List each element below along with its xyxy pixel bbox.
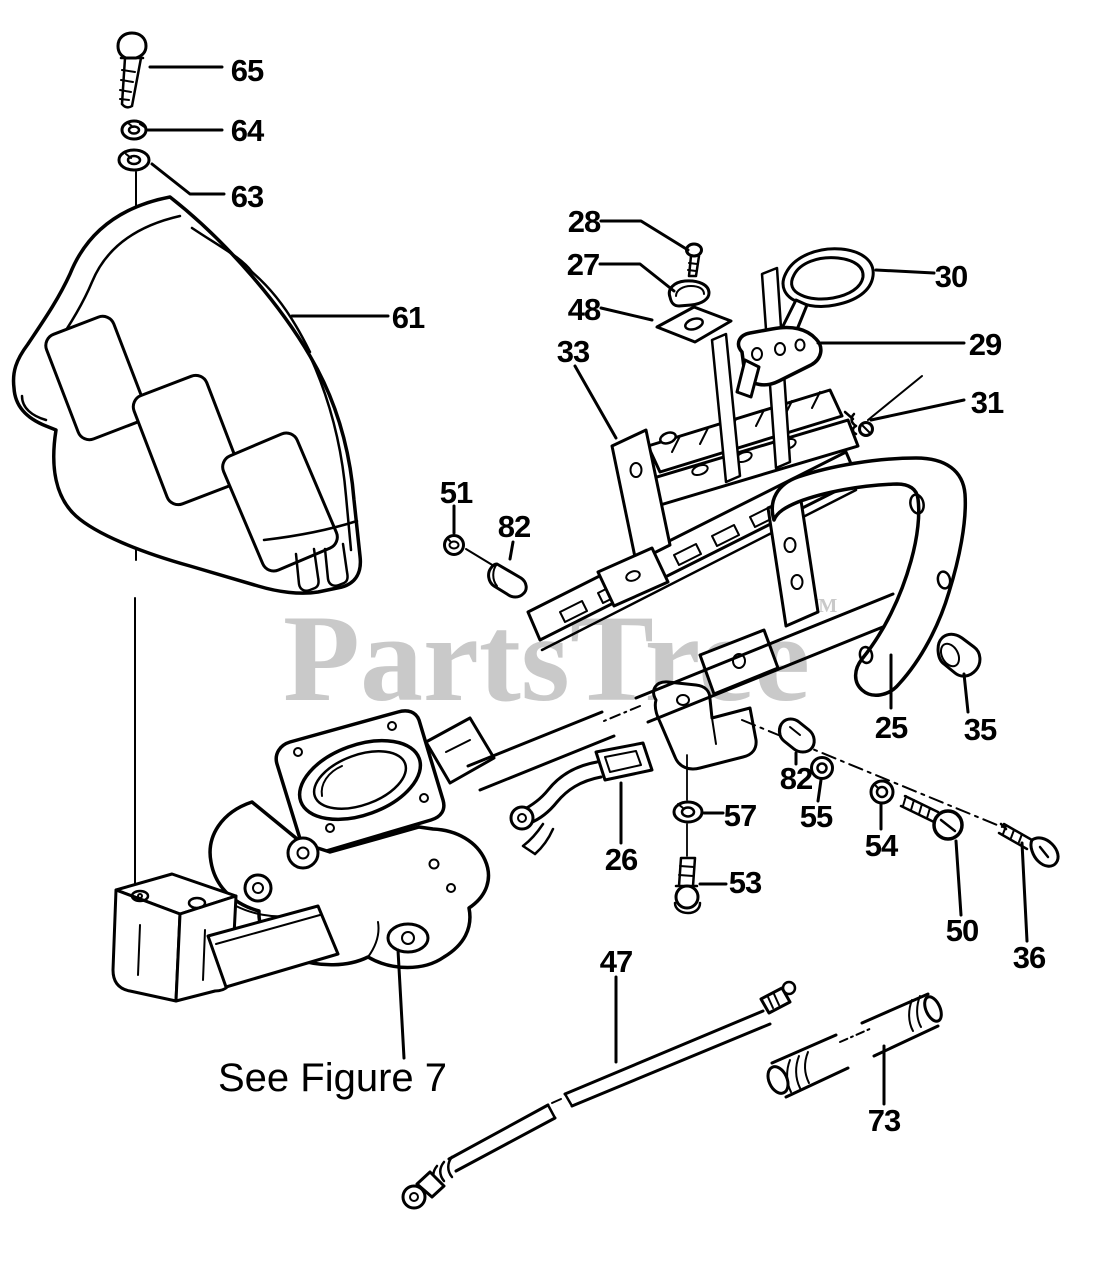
part-36-screw bbox=[997, 822, 1060, 868]
part-label-54-17: 54 bbox=[865, 828, 899, 863]
part-35-bushing bbox=[936, 632, 982, 678]
part-27-clamp bbox=[667, 279, 711, 308]
part-label-25-13: 25 bbox=[875, 710, 908, 745]
part-label-65-0: 65 bbox=[231, 53, 264, 88]
drive-shaft-tube bbox=[466, 592, 907, 792]
part-55-washer bbox=[810, 756, 834, 780]
gearbox-housing bbox=[111, 709, 491, 1003]
part-28-screw bbox=[685, 242, 703, 278]
part-label-53-20: 53 bbox=[729, 865, 762, 900]
part-label-51-11: 51 bbox=[440, 475, 473, 510]
part-label-29-9: 29 bbox=[969, 327, 1002, 362]
part-label-47-23: 47 bbox=[600, 944, 632, 979]
part-73-flexible-tube bbox=[766, 992, 943, 1099]
part-26-strap bbox=[509, 741, 654, 856]
part-31-screw bbox=[843, 375, 923, 437]
part-label-35-14: 35 bbox=[964, 712, 997, 747]
part-label-64-1: 64 bbox=[231, 113, 265, 148]
part-82-pin-lower bbox=[777, 717, 816, 754]
part-label-26-19: 26 bbox=[605, 842, 638, 877]
part-82-pin-upper bbox=[487, 562, 528, 599]
part-54-washer bbox=[869, 779, 895, 805]
part-53-bolt bbox=[673, 856, 702, 915]
part-61-front-loop-handle bbox=[11, 195, 363, 595]
part-label-28-4: 28 bbox=[568, 204, 601, 239]
part-label-61-3: 61 bbox=[392, 300, 425, 335]
part-48-plate bbox=[655, 305, 733, 344]
part-label-36-22: 36 bbox=[1013, 940, 1046, 975]
leader-lines bbox=[146, 65, 1029, 1106]
part-label-30-8: 30 bbox=[935, 259, 967, 294]
part-label-27-5: 27 bbox=[567, 247, 599, 282]
part-label-33-7: 33 bbox=[557, 334, 590, 369]
part-label-48-6: 48 bbox=[568, 292, 601, 327]
part-label-63-2: 63 bbox=[231, 179, 264, 214]
part-65-bolt bbox=[116, 31, 148, 109]
part-label-31-10: 31 bbox=[971, 385, 1004, 420]
part-64-lock-washer bbox=[120, 119, 148, 141]
fastener-axis-line bbox=[741, 719, 1003, 828]
part-30-throttle-trigger bbox=[779, 247, 875, 339]
part-label-82-15: 82 bbox=[780, 761, 812, 796]
part-25-rear-handle bbox=[770, 456, 968, 697]
part-57-washer bbox=[672, 754, 704, 857]
part-29-lockout-lever bbox=[735, 325, 823, 399]
see-figure-note: See Figure 7 bbox=[218, 1056, 447, 1100]
part-label-57-18: 57 bbox=[724, 798, 756, 833]
part-63-washer bbox=[117, 148, 151, 172]
part-label-55-16: 55 bbox=[800, 799, 833, 834]
part-label-82-12: 82 bbox=[498, 509, 530, 544]
part-label-50-21: 50 bbox=[946, 913, 978, 948]
part-51-nut bbox=[443, 534, 495, 567]
part-label-73-24: 73 bbox=[868, 1103, 901, 1138]
part-50-screw bbox=[899, 794, 964, 841]
part-47-throttle-cable bbox=[401, 980, 797, 1210]
